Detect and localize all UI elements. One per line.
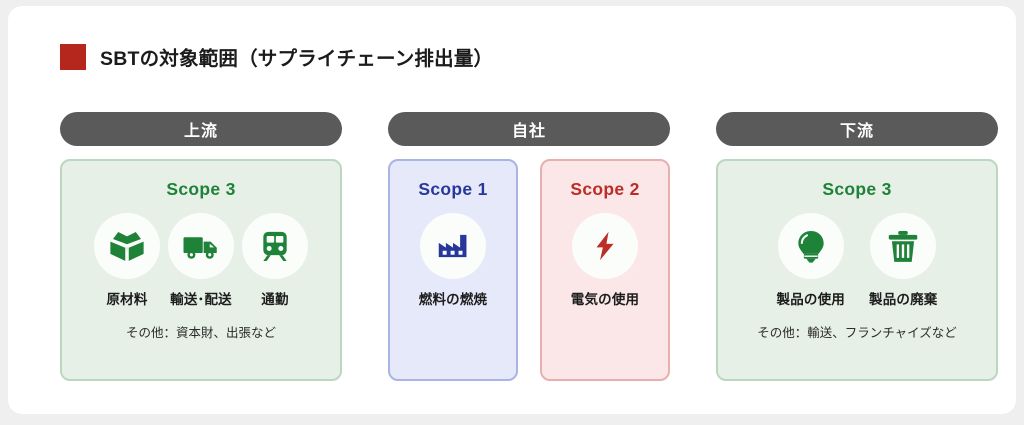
delivery-truck-icon [168,213,234,279]
scope-label-scope2: Scope 2 [570,179,640,199]
diagram-card: SBTの対象範囲（サプライチェーン排出量） 上流 Scope 3 [8,6,1016,414]
icon-item-transport: 輸送･配送 [168,213,234,308]
icon-row-scope2: 電気の使用 [571,213,640,308]
factory-icon [420,213,486,279]
panel-row-downstream: Scope 3 [716,159,998,381]
scope-label-scope1: Scope 1 [418,179,488,199]
icon-label-raw-materials: 原材料 [106,292,148,307]
column-header-downstream: 下流 [716,112,998,146]
column-header-upstream: 上流 [60,112,342,146]
column-header-own-company: 自社 [388,112,670,146]
open-box-icon [94,213,160,279]
panel-row-own-company: Scope 1 燃料の燃焼 [388,159,670,381]
page-title-text: SBTの対象範囲（サプライチェーン排出量） [100,48,494,70]
title-marker-icon [60,43,86,70]
page-title: SBTの対象範囲（サプライチェーン排出量） [60,42,493,71]
scope-label-downstream: Scope 3 [822,179,892,199]
icon-label-product-use: 製品の使用 [776,292,845,307]
lightbulb-icon [777,213,844,279]
scope-columns: 上流 Scope 3 [60,112,998,381]
panel-scope2: Scope 2 電気の使用 [540,159,670,381]
train-icon [242,213,308,279]
footnote-downstream: その他：輸送、フランチャイズなど [757,326,957,340]
icon-item-commuting: 通勤 [242,213,308,308]
icon-row-upstream: 原材料 [94,213,308,308]
lightning-bolt-icon [572,213,638,279]
column-downstream: 下流 Scope 3 [716,112,998,381]
icon-item-product-use: 製品の使用 [777,213,846,308]
icon-label-commuting: 通勤 [261,292,289,307]
icon-label-electricity-use: 電気の使用 [570,292,640,307]
trash-can-icon [870,213,937,279]
icon-label-fuel-combustion: 燃料の燃焼 [418,292,488,307]
icon-label-product-disposal: 製品の廃棄 [869,292,938,307]
panel-upstream-scope3: Scope 3 原材料 [60,159,342,381]
icon-item-product-disposal: 製品の廃棄 [869,213,938,308]
scope-label-upstream: Scope 3 [166,179,236,199]
icon-item-electricity-use: 電気の使用 [571,213,640,308]
panel-scope1: Scope 1 燃料の燃焼 [388,159,518,381]
panel-downstream-scope3: Scope 3 [716,159,998,381]
panel-row-upstream: Scope 3 原材料 [60,159,342,381]
footnote-upstream: その他：資本財、出張など [125,326,276,340]
column-own-company: 自社 Scope 1 [388,112,670,381]
icon-label-transport: 輸送･配送 [170,292,232,307]
icon-item-fuel-combustion: 燃料の燃焼 [419,213,488,308]
column-upstream: 上流 Scope 3 [60,112,342,381]
icon-item-raw-materials: 原材料 [94,213,160,308]
icon-row-scope1: 燃料の燃焼 [419,213,488,308]
icon-row-downstream: 製品の使用 [777,213,938,308]
